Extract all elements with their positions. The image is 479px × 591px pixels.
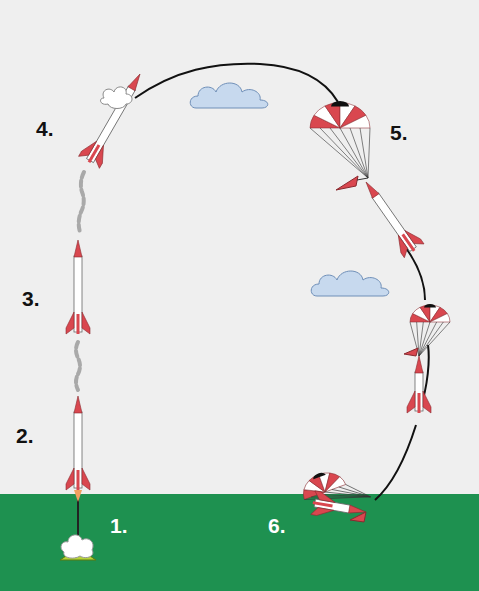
smoke-trail bbox=[76, 342, 80, 390]
shock-cord bbox=[357, 178, 368, 180]
rocket bbox=[356, 175, 424, 258]
rocket bbox=[66, 396, 90, 490]
ejection-puff bbox=[101, 87, 132, 109]
exhaust-flame bbox=[74, 490, 82, 502]
callout-number: 5. bbox=[390, 122, 408, 143]
callout-number: 3. bbox=[22, 288, 40, 309]
rocket bbox=[311, 491, 368, 524]
callout-number: 1. bbox=[110, 515, 128, 536]
launch-rod bbox=[77, 498, 79, 540]
nose-cone bbox=[350, 512, 366, 522]
ignition-puff bbox=[61, 535, 93, 558]
nose-cone bbox=[336, 176, 358, 190]
smoke-trail bbox=[79, 172, 84, 232]
callout-number: 6. bbox=[268, 515, 286, 536]
rocket bbox=[79, 68, 151, 168]
rocket bbox=[66, 240, 90, 334]
callout-number: 2. bbox=[16, 425, 34, 446]
rocket bbox=[407, 356, 431, 413]
flight-path bbox=[135, 64, 429, 500]
parachute bbox=[410, 304, 450, 356]
callout-number: 4. bbox=[36, 118, 54, 139]
cloud bbox=[311, 271, 389, 296]
ground bbox=[0, 494, 479, 591]
cloud bbox=[190, 83, 268, 108]
parachute bbox=[298, 459, 371, 518]
nose-cone bbox=[404, 348, 418, 356]
parachute bbox=[310, 101, 370, 178]
